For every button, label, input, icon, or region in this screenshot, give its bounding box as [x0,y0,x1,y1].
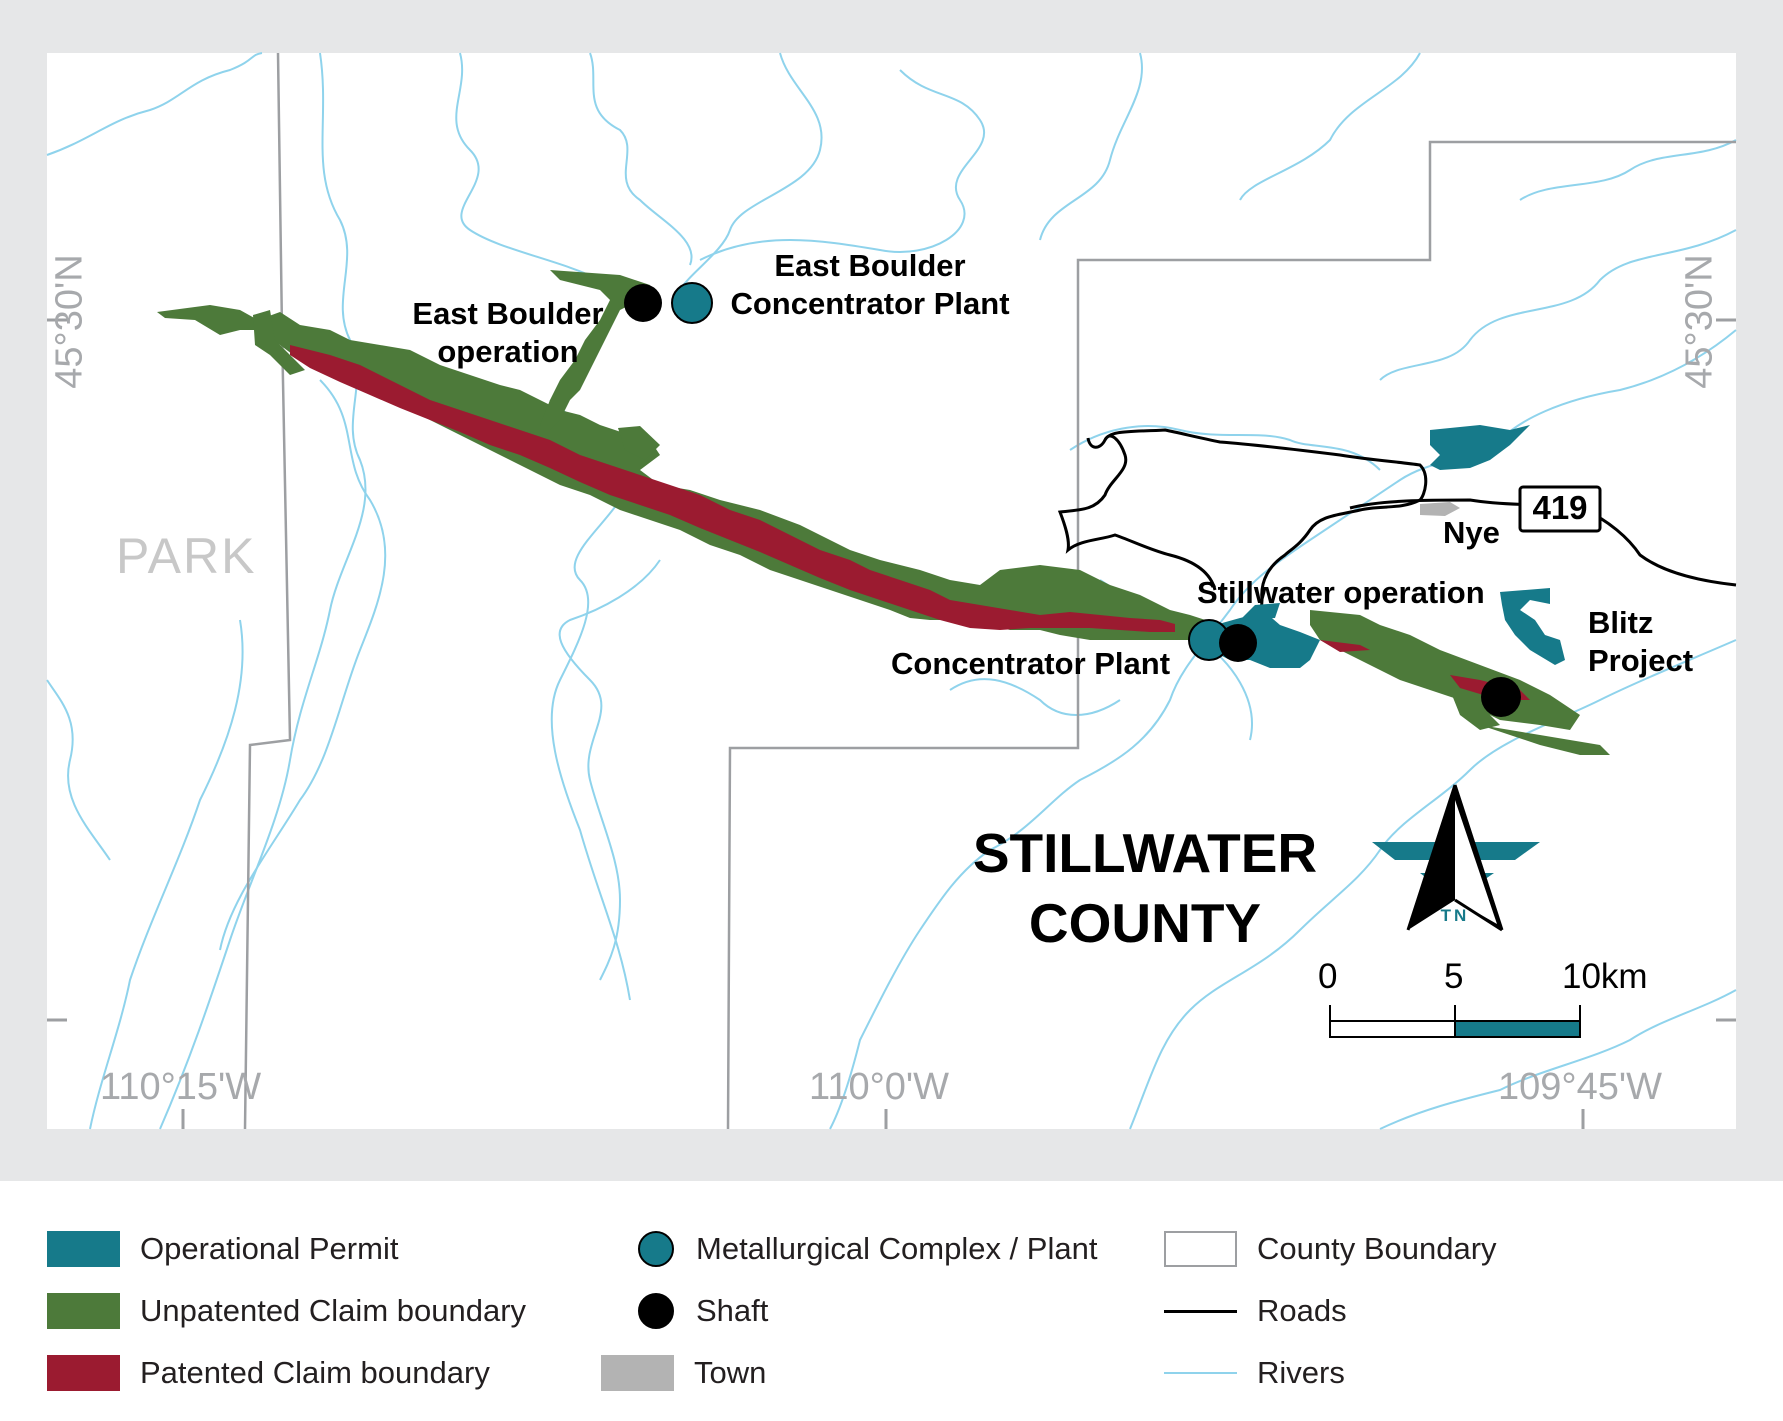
map-frame: 45°30'N 45°30'N 110°15'W 110°0'W 109°45'… [0,0,1783,1181]
label-stillwater-operation: Stillwater operation [1197,575,1485,610]
label-eb-plant-line1: East Boulder [774,248,966,283]
legend-label-roads: Roads [1257,1293,1347,1328]
legend-item-patented: Patented Claim boundary [47,1355,490,1391]
legend-swatch-rivers [1164,1372,1237,1374]
legend-swatch-patented [47,1355,120,1391]
county-boundaries [243,52,1736,1130]
legend-item-operational: Operational Permit [47,1231,398,1267]
legend-swatch-operational [47,1231,120,1267]
legend-item-roads: Roads [1164,1293,1347,1329]
legend-label-unpatented: Unpatented Claim boundary [140,1293,527,1328]
legend-item-town: Town [601,1355,766,1391]
legend-item-shaft: Shaft [638,1293,768,1329]
label-eb-plant: East Boulder Concentrator Plant [720,247,1020,323]
legend-item-county: County Boundary [1164,1231,1497,1267]
county-label-stillwater-line2: COUNTY [1028,892,1262,954]
label-east-boulder-operation: East Boulder operation [408,295,608,371]
legend-swatch-county [1164,1231,1237,1267]
blitz-shaft-marker [1481,677,1521,717]
lon-label-1: 110°15'W [100,1066,262,1108]
label-nye: Nye [1443,515,1500,550]
lon-label-2: 110°0'W [809,1066,950,1108]
highway-number: 419 [1532,489,1588,526]
legend-label-county: County Boundary [1257,1231,1497,1266]
legend-swatch-unpatented [47,1293,120,1329]
eb-plant-marker [671,282,713,324]
label-eb-plant-line2: Concentrator Plant [730,286,1010,321]
legend-label-operational: Operational Permit [140,1231,399,1266]
legend-label-rivers: Rivers [1257,1355,1345,1390]
legend-label-patented: Patented Claim boundary [140,1355,490,1390]
eb-shaft-marker [624,284,662,322]
legend-swatch-town [601,1355,674,1391]
label-blitz-line2: Project [1588,643,1694,678]
legend-swatch-shaft [638,1293,674,1329]
lat-label-left: 45°30'N [48,254,91,389]
highway-shield [1518,485,1602,533]
scale-label-0: 0 [1318,957,1338,996]
county-label-stillwater-line1: STILLWATER [972,822,1318,884]
legend-label-town: Town [694,1355,767,1390]
county-label-stillwater: STILLWATER COUNTY [950,818,1340,958]
label-east-boulder-operation-line2: operation [437,334,579,369]
legend-label-metallurgical: Metallurgical Complex / Plant [696,1231,1098,1266]
lat-label-right: 45°30'N [1678,254,1721,389]
grid-ticks [47,318,1736,1129]
label-east-boulder-operation-line1: East Boulder [412,296,604,331]
map-canvas[interactable] [0,0,1783,1181]
town-nye-shape [1420,502,1460,516]
legend-item-unpatented: Unpatented Claim boundary [47,1293,526,1329]
lon-label-3: 109°45'W [1498,1066,1662,1108]
legend-label-shaft: Shaft [696,1293,769,1328]
stillwater-shaft-marker [1219,624,1257,662]
county-label-park: PARK [116,528,257,584]
legend: Operational Permit Unpatented Claim boun… [0,1181,1783,1421]
legend-item-metallurgical: Metallurgical Complex / Plant [638,1231,1097,1267]
scale-label-10: 10km [1562,957,1648,996]
north-arrow-label: TN [1440,906,1470,925]
legend-item-rivers: Rivers [1164,1355,1345,1391]
north-arrow-icon [1372,784,1540,932]
legend-swatch-metallurgical [638,1231,674,1267]
scale-label-5: 5 [1444,957,1464,996]
label-concentrator-plant: Concentrator Plant [891,646,1171,681]
legend-swatch-roads [1164,1309,1237,1313]
label-blitz-line1: Blitz [1588,605,1654,640]
scale-bar [1329,1005,1581,1038]
label-blitz-project: Blitz Project [1588,604,1693,680]
